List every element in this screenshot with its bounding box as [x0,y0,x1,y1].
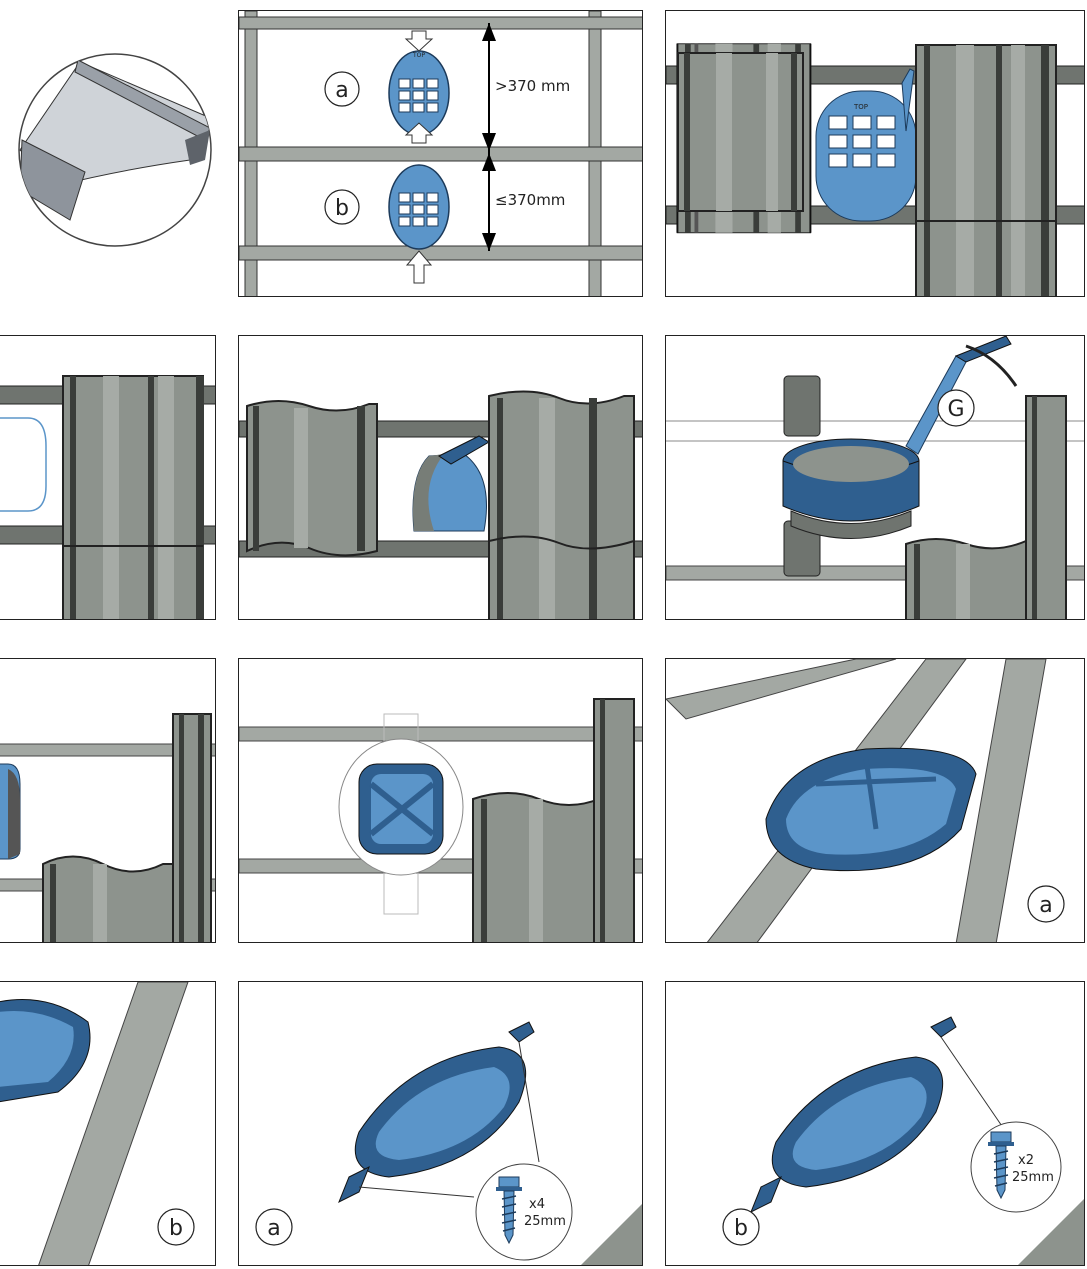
label-b: b [169,1216,183,1241]
screw-size: 25mm [1012,1170,1054,1185]
apply-sealant-drawing: G [666,336,1085,620]
cut-outline-drawing [0,336,216,620]
panel-fix-screws-b: x2 25mm b [665,981,1085,1266]
dimension-greater: >370 mm [495,77,570,95]
template-top-mark: TOP [853,103,868,111]
panel-cut-with-knife [238,335,643,620]
cut-with-knife-drawing [239,336,643,620]
panel-perspective-a: a [665,658,1085,943]
label-b: b [734,1216,748,1241]
panel-template-placement: TOP [665,10,1085,297]
panel-fix-screws-a: x4 25mm a [238,981,643,1266]
label-b: b [335,196,349,221]
panel-apply-sealant: G [665,335,1085,620]
panel-cut-outline [0,335,216,620]
panel-flashing-edge-detail [0,0,225,300]
flashing-edge-drawing [0,0,225,300]
screw-quantity: x2 [1018,1153,1034,1168]
label-g: G [947,397,964,422]
panel-flashing-installed [238,658,643,943]
template-top-mark: TOP [412,52,425,59]
panel-perspective-b: b [0,981,216,1266]
template-placement-drawing: TOP [666,11,1085,297]
flashing-installed-drawing [239,659,643,943]
label-a: a [335,78,348,103]
place-flashing-drawing [0,659,216,943]
batten-spacing-drawing: a b >370 mm ≤370mm TOP [239,11,643,297]
fix-screws-a-drawing: x4 25mm a [239,982,643,1266]
dimension-less-equal: ≤370mm [495,191,565,209]
screw-size: 25mm [524,1214,566,1229]
perspective-a-drawing: a [666,659,1085,943]
fix-screws-b-drawing: x2 25mm b [666,982,1085,1266]
perspective-b-drawing: b [0,982,216,1266]
label-a: a [1039,893,1052,918]
screw-quantity: x4 [529,1197,545,1212]
label-a: a [267,1216,280,1241]
panel-place-flashing [0,658,216,943]
panel-batten-spacing: a b >370 mm ≤370mm TOP [238,10,643,297]
